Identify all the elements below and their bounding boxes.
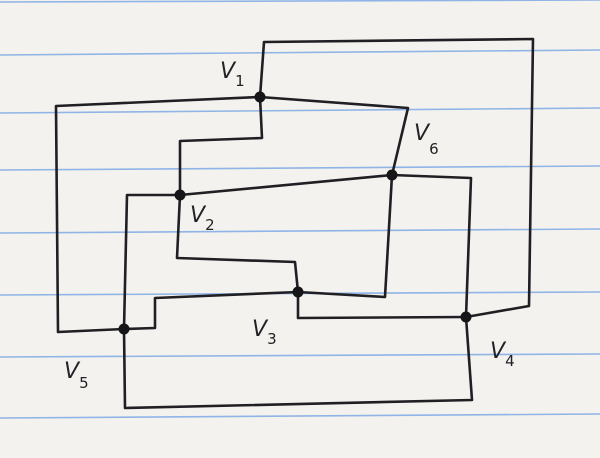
vertex-v6-label: V6 xyxy=(414,121,439,158)
edge-v3-v5 xyxy=(122,290,300,331)
ruled-line xyxy=(0,228,600,234)
graph-vertices xyxy=(118,91,472,335)
edge-v1-v5 xyxy=(54,95,262,334)
vertex-v5-label: V5 xyxy=(64,359,89,392)
edge-v1-v2 xyxy=(178,95,264,197)
edge-v4-v5 xyxy=(122,315,474,410)
ruled-line xyxy=(0,353,600,358)
edge-v2-v5 xyxy=(122,193,182,331)
vertex-labels: V1 V2 V3 V4 V5 V6 xyxy=(64,59,515,392)
vertex-v4-dot xyxy=(460,311,472,323)
edge-v3-v4 xyxy=(296,290,468,320)
edge-v1-v6 xyxy=(258,95,410,177)
vertex-v1-dot xyxy=(254,91,266,103)
edge-v2-v6 xyxy=(178,173,394,197)
graph-edges xyxy=(54,37,535,410)
vertex-v5-dot xyxy=(118,323,130,335)
ruled-line xyxy=(0,0,600,3)
edge-v3-v6 xyxy=(296,173,394,299)
vertex-v6-dot xyxy=(386,169,398,181)
ruled-line xyxy=(0,49,600,56)
vertex-v3-label: V3 xyxy=(252,317,277,348)
vertex-v2-label: V2 xyxy=(190,203,215,234)
ruled-line xyxy=(0,165,600,171)
edge-v1-v4 xyxy=(258,37,535,319)
ruled-line xyxy=(0,413,600,419)
edge-v6-v4 xyxy=(390,173,473,319)
vertex-v1-label: V1 xyxy=(220,59,245,90)
edge-v2-v3 xyxy=(175,193,300,294)
ruled-line xyxy=(0,107,600,114)
vertex-v3-dot xyxy=(292,286,304,298)
vertex-v4-label: V4 xyxy=(490,339,515,370)
vertex-v2-dot xyxy=(174,189,186,201)
